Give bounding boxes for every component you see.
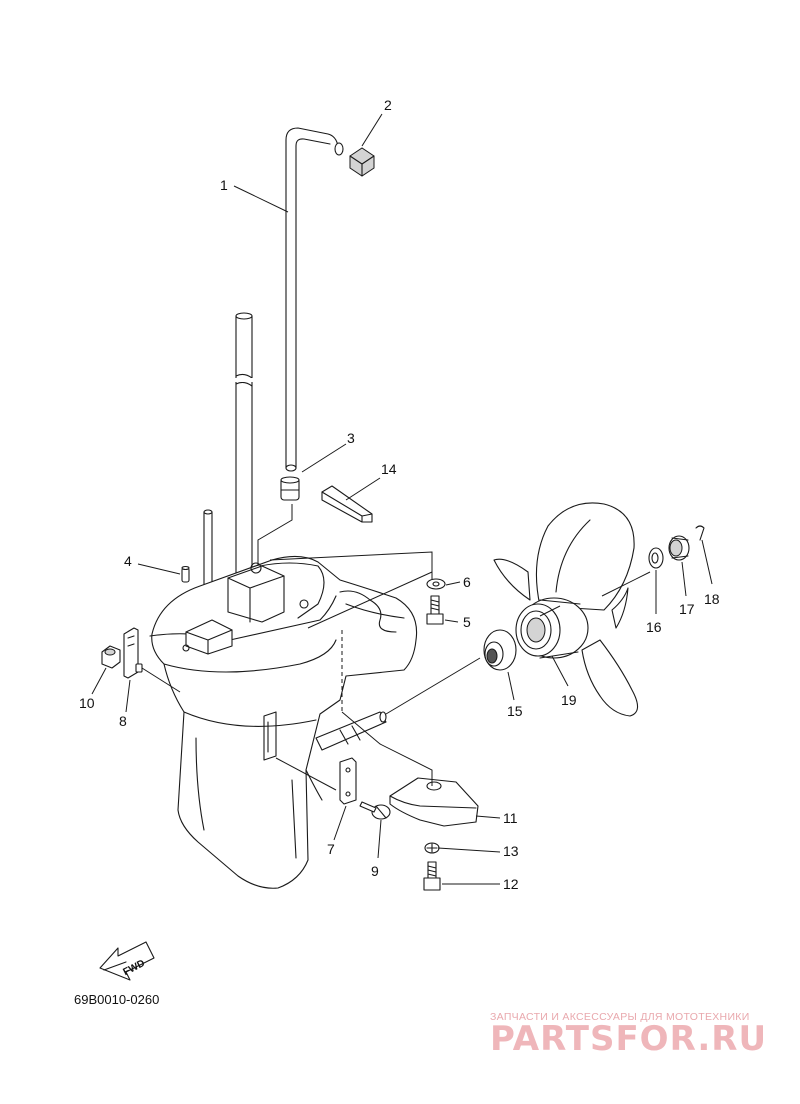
label-part-12: 12 <box>503 876 519 892</box>
label-part-4: 4 <box>124 553 132 569</box>
label-part-14: 14 <box>381 461 397 477</box>
label-part-7: 7 <box>327 841 335 857</box>
label-part-15: 15 <box>507 703 523 719</box>
watermark-brand: PARTSFOR.RU <box>490 1019 767 1059</box>
label-part-3: 3 <box>347 430 355 446</box>
screw-part-9 <box>359 801 391 820</box>
bolt-part-5 <box>426 595 444 625</box>
assembly-lines <box>141 504 651 791</box>
fwd-arrow: FWD <box>99 941 155 981</box>
label-part-18: 18 <box>704 591 720 607</box>
label-part-17: 17 <box>679 601 695 617</box>
anode-part-7 <box>339 757 357 805</box>
lower-casing <box>149 555 418 889</box>
cotter-pin-part-18 <box>695 525 705 541</box>
label-part-2: 2 <box>384 97 392 113</box>
label-part-13: 13 <box>503 843 519 859</box>
label-part-8: 8 <box>119 713 127 729</box>
dowel-pin-part-4 <box>181 565 190 583</box>
drive-shaft <box>234 312 254 577</box>
water-tube-part-1 <box>285 127 344 472</box>
label-part-19: 19 <box>561 692 577 708</box>
part-number-labels: 1 2 3 4 5 6 7 8 9 10 11 12 13 14 15 16 1… <box>79 97 720 892</box>
grommet-part-2 <box>349 147 375 177</box>
label-part-1: 1 <box>220 177 228 193</box>
propeller-part-19 <box>493 502 639 717</box>
label-part-5: 5 <box>463 614 471 630</box>
watermark: ЗАПЧАСТИ И АКСЕССУАРЫ ДЛЯ МОТОТЕХНИКИ PA… <box>490 1011 767 1059</box>
washer-part-16 <box>648 547 664 569</box>
plate-part-14 <box>321 485 373 523</box>
nut-part-10 <box>101 645 121 669</box>
thrust-washer-part-15 <box>483 629 517 671</box>
callout-leaders <box>91 113 713 885</box>
label-part-11: 11 <box>503 810 518 826</box>
watermark-tagline: ЗАПЧАСТИ И АКСЕССУАРЫ ДЛЯ МОТОТЕХНИКИ <box>490 1011 750 1023</box>
label-part-6: 6 <box>463 574 471 590</box>
nut-part-17 <box>668 535 690 561</box>
label-part-9: 9 <box>371 863 379 879</box>
label-part-16: 16 <box>646 619 662 635</box>
anode-part-8 <box>123 627 143 679</box>
trim-tab-part-11 <box>389 777 479 827</box>
washer-part-6 <box>426 578 446 590</box>
washer-part-13 <box>424 842 440 854</box>
bolt-part-12 <box>423 861 441 891</box>
drawing-code: 69B0010-0260 <box>74 992 159 1007</box>
seal-part-3 <box>280 476 300 501</box>
label-part-10: 10 <box>79 695 95 711</box>
